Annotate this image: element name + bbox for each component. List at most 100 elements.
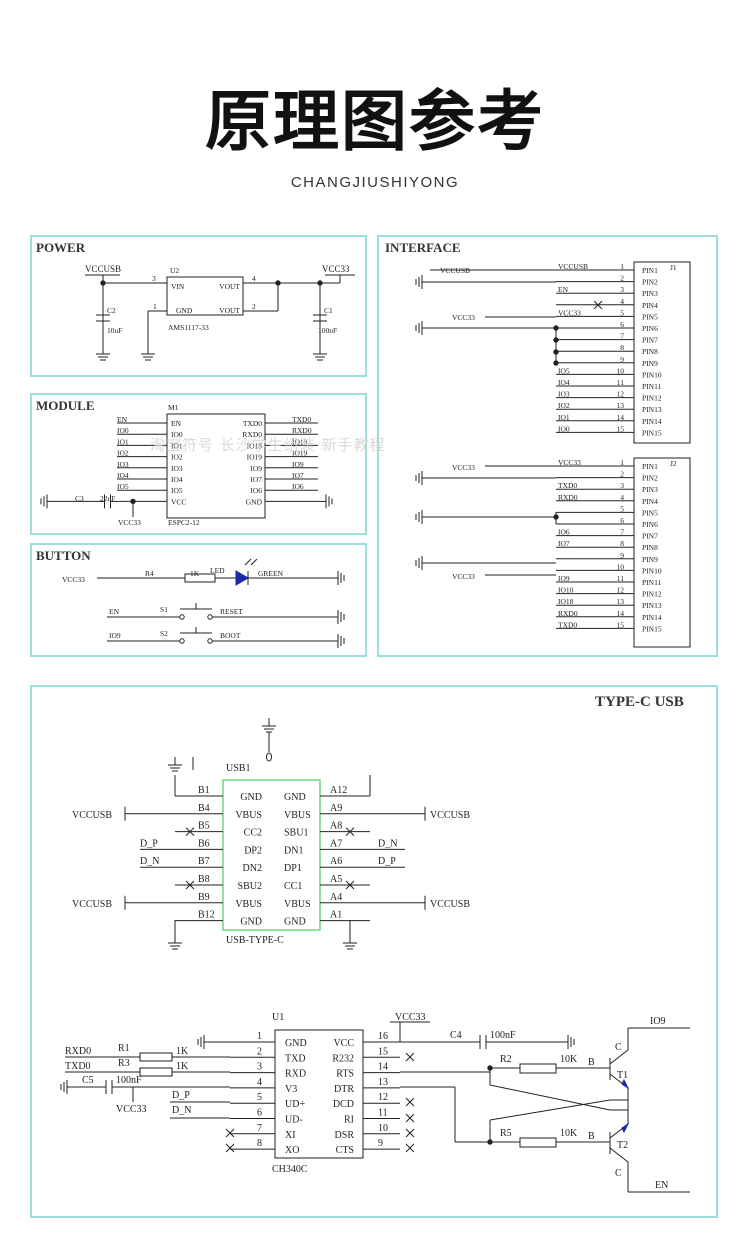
ch340-left-num: 2: [257, 1046, 262, 1057]
m1-right-net: RXD0: [292, 426, 312, 435]
led-triangle: [235, 570, 249, 586]
j2-ref: J2: [670, 459, 677, 468]
junction-dot: [100, 280, 106, 286]
m1-left-net: IO3: [117, 460, 129, 469]
vccusb-net-label: VCCUSB: [85, 264, 121, 274]
cross-wire: [489, 1084, 611, 1111]
usb1-nc-mark: [185, 880, 195, 890]
j2-pin-number: 1: [620, 458, 624, 467]
j2-pin-number: 4: [620, 493, 624, 502]
module-title: MODULE: [36, 398, 95, 413]
ch340-right-pin: DTR: [334, 1084, 354, 1095]
u2-pin-vout2: VOUT: [219, 306, 240, 315]
j2-pin-name: PIN12: [642, 590, 662, 599]
usb1-right-pin-id: A9: [330, 803, 342, 814]
button-vcc-label: VCC33: [62, 575, 85, 584]
j1-pin4-nc: [593, 300, 603, 310]
j1-pin-name: PIN9: [642, 359, 658, 368]
j1-pin-name: PIN4: [642, 301, 658, 310]
ch340-left-pin: XO: [285, 1145, 299, 1156]
usb1-left-pin-name: DP2: [244, 845, 262, 856]
j2-pin-number: 13: [617, 597, 625, 606]
ch340-right-num: 11: [378, 1108, 388, 1119]
m1-left-pin: IO4: [171, 475, 183, 484]
io9-label: IO9: [650, 1016, 666, 1027]
j2-pin-name: PIN9: [642, 555, 658, 564]
j2-pin-name: PIN7: [642, 532, 658, 541]
usb1-left-net: D_P: [140, 838, 158, 849]
r5-resistor: [519, 1137, 557, 1148]
m1-left-pin: IO2: [171, 453, 183, 462]
s2-ref: S2: [160, 629, 168, 638]
m1-right-net: IO7: [292, 471, 304, 480]
usb1-left-pin-name: SBU2: [238, 881, 262, 892]
ch340-left-pin: UD-: [285, 1115, 303, 1126]
usb1-shell-mark: [266, 752, 272, 762]
s2-label: BOOT: [220, 631, 241, 640]
button-panel: [30, 543, 367, 657]
module-panel: [30, 393, 367, 535]
t2-b-label: B: [588, 1131, 595, 1142]
u2-pin-1: 1: [153, 302, 157, 311]
u2-pin-2: 2: [252, 302, 256, 311]
j2-pin-name: PIN13: [642, 601, 662, 610]
j1-pin-name: PIN6: [642, 324, 658, 333]
ch340-right-num: 9: [378, 1138, 383, 1149]
r1-value: 1K: [176, 1046, 189, 1057]
m1-left-pin: VCC: [171, 497, 186, 506]
r3-ref: R3: [118, 1058, 130, 1069]
j2-pin-number: 14: [617, 609, 625, 618]
j2-pin-name: PIN8: [642, 543, 658, 552]
ch340-left-pin: RXD: [285, 1069, 306, 1080]
usb1-left-pin-id: B12: [198, 910, 215, 921]
usb1-right-pin-id: A7: [330, 838, 342, 849]
j1-net-label: IO2: [558, 401, 570, 410]
r5-value: 10K: [560, 1128, 578, 1139]
r2-value: 10K: [560, 1054, 578, 1065]
j1-pin-name: PIN14: [642, 417, 662, 426]
usb1-left-pin-name: DN2: [243, 863, 262, 874]
ch340-left-num: 1: [257, 1031, 262, 1042]
j1-pin-name: PIN1: [642, 266, 658, 275]
usb1-left-pin-name: VBUS: [235, 810, 262, 821]
t2-collector: [609, 1147, 629, 1163]
usb1-right-pin-name: GND: [284, 792, 306, 803]
usb1-right-pin-name: VBUS: [284, 810, 311, 821]
m1-left-pin: IO5: [171, 486, 183, 495]
ch340-nc-mark: [405, 1113, 415, 1123]
s2-net: IO9: [109, 631, 121, 640]
xi-nc: [225, 1128, 235, 1138]
udn-label: D_N: [172, 1105, 191, 1116]
j1-pin-number: 4: [620, 297, 624, 306]
s2-contact: [207, 638, 213, 644]
j1-pin-name: PIN13: [642, 405, 662, 414]
j2-net-label: IO6: [558, 528, 570, 537]
j1-pin-number: 7: [620, 332, 624, 341]
j1-pin-name: PIN7: [642, 336, 658, 345]
j2-vcc33-label2: VCC33: [452, 572, 475, 581]
cross-wire: [489, 1099, 611, 1121]
m1-left-net: IO0: [117, 426, 129, 435]
u2-pin-3: 3: [152, 274, 156, 283]
c4-ref: C4: [450, 1030, 462, 1041]
j1-pin-number: 1: [620, 262, 624, 271]
dcd-nc: [405, 1097, 415, 1107]
usb1-left-net: VCCUSB: [72, 899, 112, 910]
u2-pin-vout: VOUT: [219, 282, 240, 291]
m1-right-net: IO19: [292, 449, 308, 458]
j2-connector-body: [633, 457, 691, 648]
c1-value: 100nF: [318, 326, 337, 335]
ch340-left-num: 4: [257, 1077, 262, 1088]
j1-pin-number: 6: [620, 320, 624, 329]
j2-net-label: IO10: [558, 586, 574, 595]
j1-pin-name: PIN3: [642, 289, 658, 298]
button-title: BUTTON: [36, 548, 91, 563]
j1-junction: [553, 337, 559, 343]
r3-resistor: [139, 1067, 173, 1077]
usb1-left-pin-name: GND: [240, 792, 262, 803]
j2-pin-number: 11: [617, 574, 624, 583]
usb1-right-net: D_N: [378, 838, 397, 849]
j1-junction: [553, 360, 559, 366]
j1-pin-name: PIN8: [642, 347, 658, 356]
